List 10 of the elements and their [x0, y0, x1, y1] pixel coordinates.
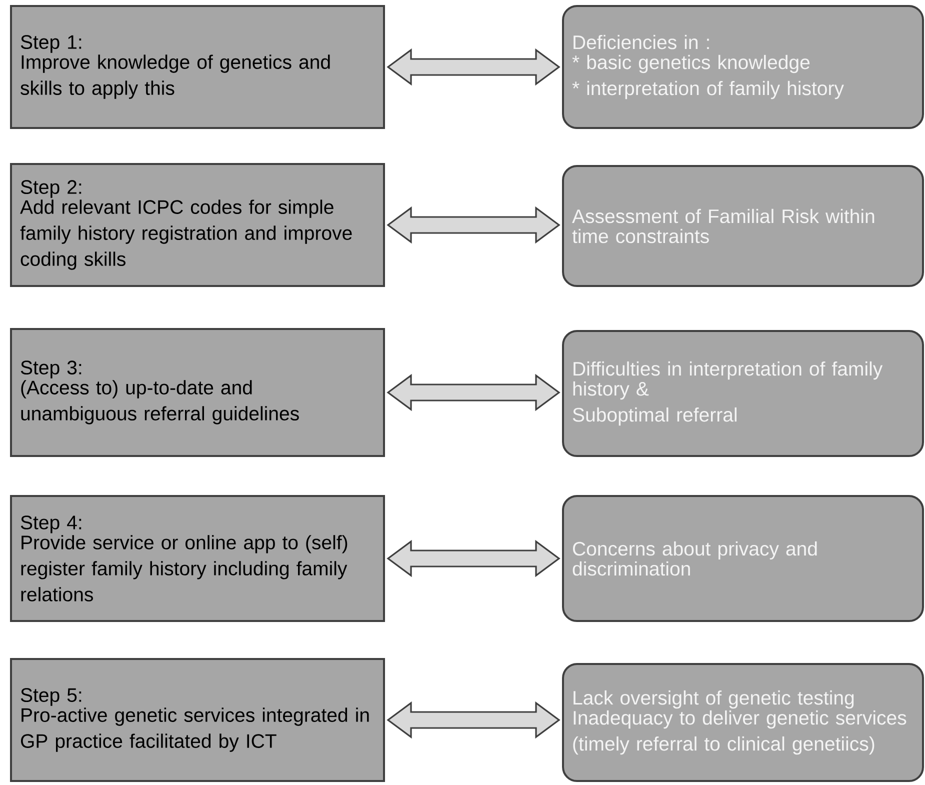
issue-box: Assessment of Familial Risk within time constraints: [562, 165, 924, 287]
issue-box: Deficiencies in : * basic genetics knowledge * interpretation of family history: [562, 5, 924, 129]
step-box: Step 3: (Access to) up-to-date and unambiguous referral guidelines: [10, 328, 385, 457]
issue-box: Difficulties in interpretation of family history & Suboptimal referral: [562, 330, 924, 457]
step-box: Step 4: Provide service or online app to (self) register family history including family relations: [10, 495, 385, 622]
step-box: Step 1: Improve knowledge of genetics and skills to apply this: [10, 5, 385, 129]
issue-box: Lack oversight of genetic testing Inadequacy to deliver genetic services (timely referral to clinical genetiics): [562, 663, 924, 782]
step-box: Step 5: Pro-active genetic services integrated in GP practice facilitated by ICT: [10, 658, 385, 782]
step-box: Step 2: Add relevant ICPC codes for simple family history registration and improve coding skills: [10, 163, 385, 287]
issue-box: Concerns about privacy and discrimination: [562, 495, 924, 622]
